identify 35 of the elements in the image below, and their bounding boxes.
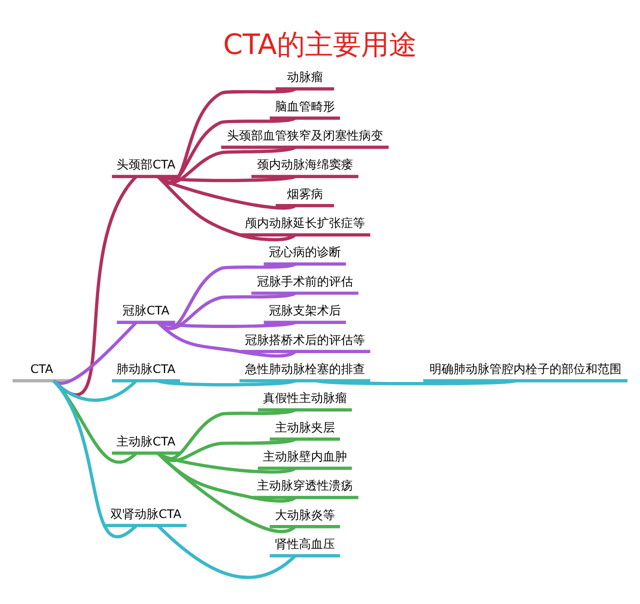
node-text: 主动脉夹层 bbox=[274, 420, 335, 434]
node-text: 冠脉搭桥术后的评估等 bbox=[244, 332, 365, 346]
diagram-title: CTA的主要用途 bbox=[223, 28, 417, 61]
node-text: 动脉瘤 bbox=[286, 70, 323, 84]
connector bbox=[316, 378, 516, 385]
node-text: 颅内动脉延长扩张症等 bbox=[244, 216, 365, 230]
connector bbox=[156, 174, 296, 241]
connector bbox=[52, 379, 138, 538]
node-text: 头颈部血管狭窄及闭塞性病变 bbox=[226, 128, 383, 142]
connector bbox=[156, 262, 296, 330]
node-text: 冠脉支架术后 bbox=[268, 303, 341, 318]
node-text: 主动脉CTA bbox=[116, 434, 176, 448]
node-text: 主动脉壁内血肿 bbox=[262, 448, 347, 463]
node-text: 脑血管畸形 bbox=[274, 98, 335, 113]
node-text: 主动脉穿透性溃疡 bbox=[256, 478, 353, 492]
connector bbox=[156, 86, 296, 184]
connector bbox=[156, 116, 296, 184]
node-text: 双肾动脉CTA bbox=[110, 506, 182, 520]
node-text: 颈内动脉海绵窦瘘 bbox=[256, 157, 353, 172]
connector bbox=[156, 320, 296, 358]
node-text: 明确肺动脉管腔内栓子的部位和范围 bbox=[429, 361, 622, 376]
node-text: 肾性高血压 bbox=[274, 536, 335, 551]
node-text: 大动脉炎等 bbox=[274, 507, 335, 522]
node-text: 急性肺动脉栓塞的排查 bbox=[244, 361, 365, 376]
node-text: 冠脉CTA bbox=[122, 303, 170, 318]
node-text: 肺动脉CTA bbox=[116, 361, 176, 376]
node-text: 真假性主动脉瘤 bbox=[262, 390, 347, 405]
node-text: CTA bbox=[30, 361, 54, 376]
node-text: 冠心病的诊断 bbox=[268, 244, 341, 259]
node-text: 头颈部CTA bbox=[116, 157, 176, 172]
connector bbox=[157, 378, 296, 386]
node-text: 冠脉手术前的评估 bbox=[256, 274, 353, 288]
connector bbox=[156, 291, 296, 330]
connector bbox=[157, 174, 296, 210]
node-text: 烟雾病 bbox=[286, 186, 323, 200]
